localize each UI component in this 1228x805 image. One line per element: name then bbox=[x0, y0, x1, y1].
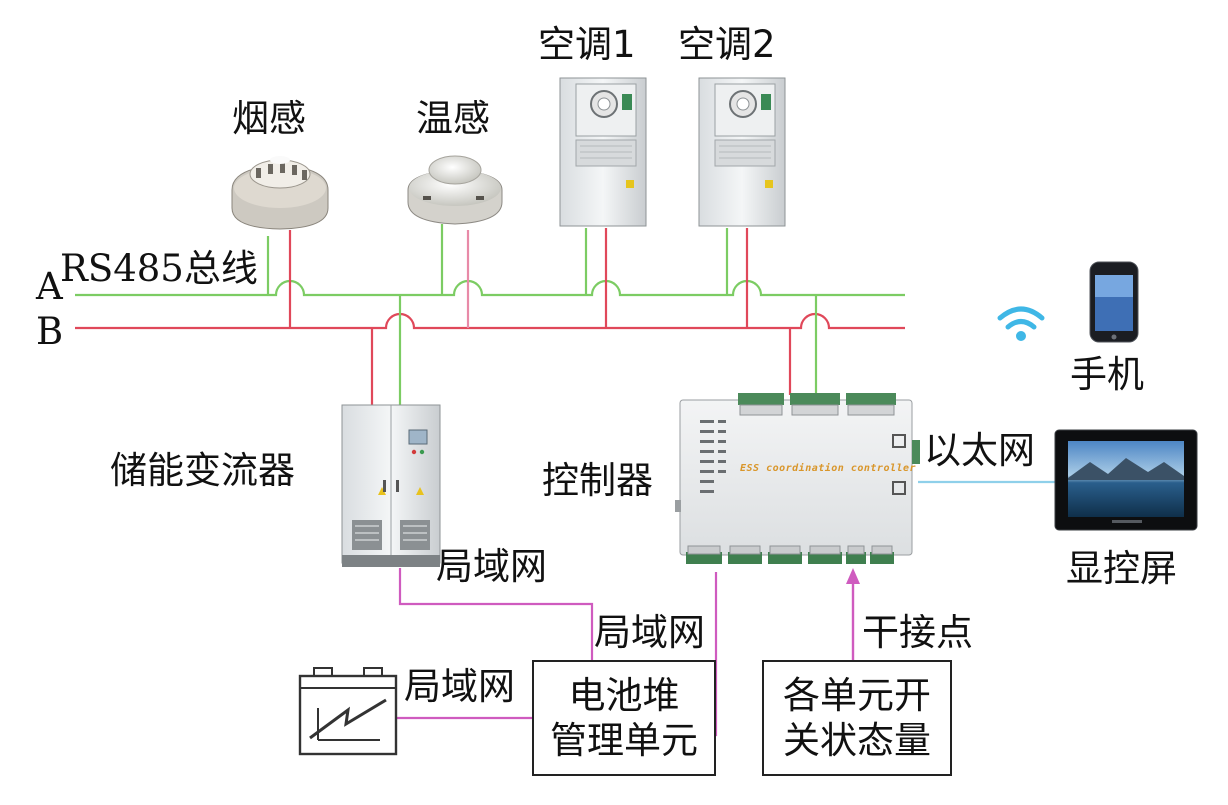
bus-line-b-label: B bbox=[36, 310, 64, 353]
pcs-label: 储能变流器 bbox=[110, 449, 295, 492]
bus-line-a bbox=[75, 279, 905, 297]
bus-line-b bbox=[75, 312, 905, 330]
bms-box-line1: 电池堆 bbox=[568, 673, 680, 717]
screen-label: 显控屏 bbox=[1066, 547, 1177, 590]
controller-label: 控制器 bbox=[542, 459, 653, 502]
phone-label: 手机 bbox=[1070, 353, 1144, 396]
phone-icon bbox=[1089, 261, 1139, 343]
air-conditioner-1-icon bbox=[559, 77, 647, 227]
pcs-cabinet-icon bbox=[341, 404, 441, 567]
ac1-label: 空调1 bbox=[538, 23, 636, 66]
bus-title: RS485总线 bbox=[60, 247, 258, 290]
bms-box: 电池堆 管理单元 bbox=[532, 660, 716, 776]
lan-pcs-label: 局域网 bbox=[436, 545, 547, 588]
controller-icon bbox=[675, 393, 920, 564]
display-screen-icon bbox=[1054, 429, 1198, 531]
switch-status-line2: 关状态量 bbox=[783, 719, 931, 762]
smoke-sensor-label: 烟感 bbox=[232, 97, 306, 140]
wifi-icon bbox=[997, 306, 1045, 341]
temperature-sensor-icon bbox=[407, 155, 503, 225]
controller-model-text: ESS coordination controller bbox=[740, 463, 917, 474]
switch-status-box: 各单元开 关状态量 bbox=[762, 660, 952, 776]
lan-bms-label: 局域网 bbox=[594, 611, 705, 654]
bus-line-a-label: A bbox=[36, 265, 63, 308]
bms-box-line2: 管理单元 bbox=[550, 719, 698, 762]
smoke-sensor-icon bbox=[231, 156, 329, 230]
ethernet-label: 以太网 bbox=[924, 429, 1035, 472]
ac2-label: 空调2 bbox=[678, 23, 776, 66]
battery-icon bbox=[298, 667, 398, 756]
air-conditioner-2-icon bbox=[698, 77, 786, 227]
switch-status-line1: 各单元开 bbox=[783, 673, 931, 717]
dry-contact-label: 干接点 bbox=[862, 611, 973, 654]
lan-battery-label: 局域网 bbox=[404, 665, 515, 708]
temp-sensor-label: 温感 bbox=[416, 97, 490, 140]
